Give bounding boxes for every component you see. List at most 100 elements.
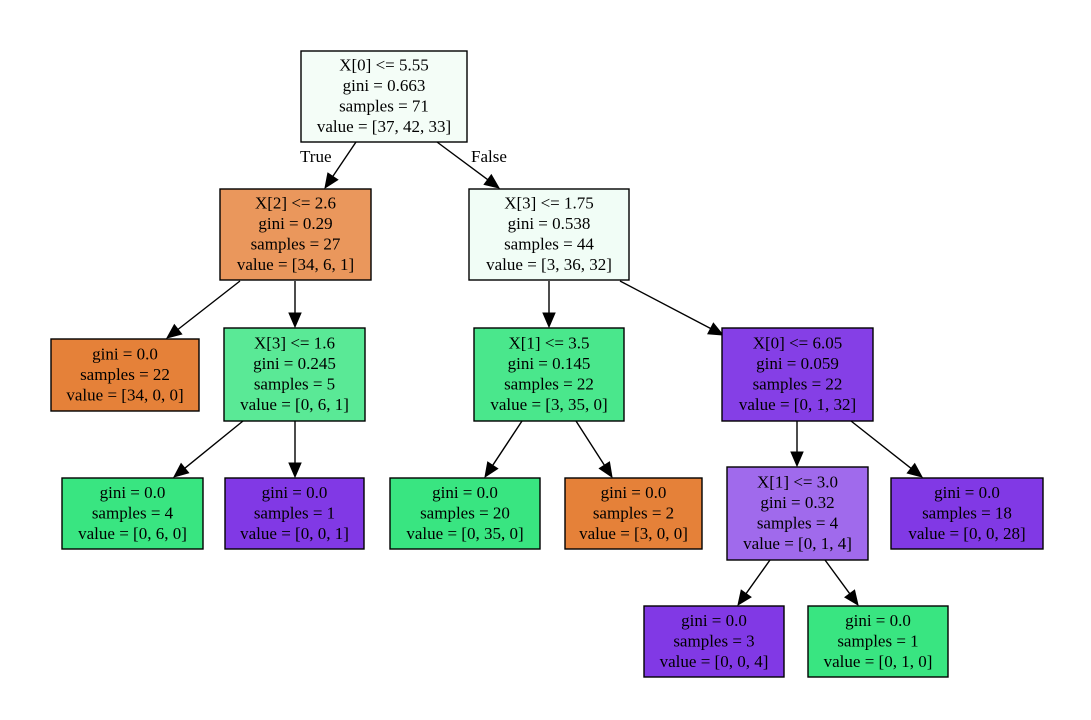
node-split-condition-text: X[1] <= 3.5 <box>508 334 589 353</box>
node-value-text: value = [0, 0, 1] <box>240 524 349 543</box>
node-samples-text: samples = 22 <box>504 375 594 394</box>
node-samples-text: samples = 22 <box>80 365 170 384</box>
node-box-n3 <box>223 327 366 422</box>
node-gini-text: gini = 0.059 <box>756 354 839 373</box>
node-samples-text: samples = 2 <box>593 503 674 522</box>
node-gini-text: gini = 0.145 <box>508 354 591 373</box>
edge-n3-n4 <box>173 420 244 478</box>
node-box-n4 <box>61 477 204 550</box>
edge-n1-n3 <box>288 281 302 329</box>
node-value-text: value = [3, 0, 0] <box>579 524 688 543</box>
node-value-text: value = [0, 1, 32] <box>739 395 856 414</box>
node-box-n6 <box>468 188 630 281</box>
node-samples-text: samples = 3 <box>673 631 754 650</box>
node-samples-text: samples = 20 <box>420 503 510 522</box>
node-box-n14 <box>890 477 1044 550</box>
node-value-text: value = [0, 1, 0] <box>824 652 933 671</box>
node-value-text: value = [3, 36, 32] <box>486 255 612 274</box>
node-samples-text: samples = 5 <box>254 375 335 394</box>
node-box-n7 <box>473 327 625 422</box>
edge-n7-n9 <box>575 420 613 479</box>
edge-n11-n13-line <box>824 559 851 595</box>
node-samples-text: samples = 18 <box>922 503 1012 522</box>
edge-n1-n3-arrowhead <box>288 312 302 329</box>
node-split-condition-text: X[3] <= 1.75 <box>504 194 594 213</box>
edge-n7-n8 <box>484 420 523 479</box>
edge-n10-n14-line <box>850 420 912 469</box>
node-value-text: value = [0, 0, 4] <box>660 652 769 671</box>
edge-n10-n11-arrowhead <box>790 451 804 468</box>
edge-n3-n4-arrowhead <box>173 462 190 478</box>
node-gini-text: gini = 0.0 <box>262 483 328 502</box>
node-split-condition-text: X[1] <= 3.0 <box>757 473 838 492</box>
edge-n0-n6-line <box>436 141 489 181</box>
node-box-n10 <box>721 327 874 422</box>
node-value-text: value = [34, 6, 1] <box>237 255 354 274</box>
edge-n0-n1 <box>324 141 357 190</box>
edge-n0-n1-line <box>332 141 357 177</box>
node-box-n13 <box>807 605 949 678</box>
edge-n6-n10 <box>619 280 725 336</box>
node-box-n0 <box>300 50 468 143</box>
node-samples-text: samples = 22 <box>753 375 843 394</box>
edge-n6-n10-arrowhead <box>707 322 725 336</box>
edge-n6-n7 <box>542 281 556 329</box>
edge-label-true: True <box>300 147 332 166</box>
edge-n11-n13-arrowhead <box>843 589 859 607</box>
edge-n0-n1-arrowhead <box>324 172 339 190</box>
node-samples-text: samples = 71 <box>339 97 429 116</box>
node-samples-text: samples = 1 <box>837 631 918 650</box>
node-gini-text: gini = 0.0 <box>934 483 1000 502</box>
node-samples-text: samples = 44 <box>504 235 594 254</box>
node-box-n12 <box>643 605 785 678</box>
node-samples-text: samples = 27 <box>251 235 341 254</box>
edges-layer <box>165 141 923 607</box>
edge-n1-n2-line <box>177 280 241 330</box>
node-box-n11 <box>726 466 869 561</box>
node-samples-text: samples = 4 <box>757 514 839 533</box>
node-gini-text: gini = 0.0 <box>845 611 911 630</box>
node-samples-text: samples = 1 <box>254 503 335 522</box>
edge-n7-n9-arrowhead <box>598 461 613 479</box>
edge-n11-n12-arrowhead <box>737 589 752 607</box>
edge-n7-n8-line <box>492 420 523 466</box>
node-value-text: value = [0, 6, 1] <box>240 395 349 414</box>
node-gini-text: gini = 0.245 <box>253 354 336 373</box>
edge-n1-n2 <box>165 280 241 339</box>
edge-n11-n12-line <box>745 559 771 594</box>
node-gini-text: gini = 0.0 <box>100 483 166 502</box>
node-split-condition-text: X[0] <= 5.55 <box>339 56 429 75</box>
edge-n6-n7-arrowhead <box>542 312 556 329</box>
edge-label-false: False <box>471 147 507 166</box>
edge-n7-n8-arrowhead <box>484 461 499 479</box>
node-value-text: value = [0, 6, 0] <box>78 524 187 543</box>
node-gini-text: gini = 0.0 <box>681 611 747 630</box>
edge-n11-n13 <box>824 559 859 607</box>
node-box-n1 <box>219 188 372 281</box>
node-gini-text: gini = 0.0 <box>601 483 667 502</box>
node-gini-text: gini = 0.32 <box>760 493 834 512</box>
node-value-text: value = [37, 42, 33] <box>317 117 451 136</box>
edge-n6-n10-line <box>619 280 711 330</box>
edge-labels-layer: True False <box>300 147 507 166</box>
node-box-n2 <box>50 338 200 412</box>
node-value-text: value = [0, 1, 4] <box>743 534 852 553</box>
node-box-n5 <box>224 477 365 550</box>
node-split-condition-text: X[3] <= 1.6 <box>254 334 335 353</box>
node-value-text: value = [0, 35, 0] <box>406 524 523 543</box>
node-box-n8 <box>389 477 541 550</box>
edge-n11-n12 <box>737 559 771 607</box>
edge-n7-n9-line <box>575 420 606 466</box>
